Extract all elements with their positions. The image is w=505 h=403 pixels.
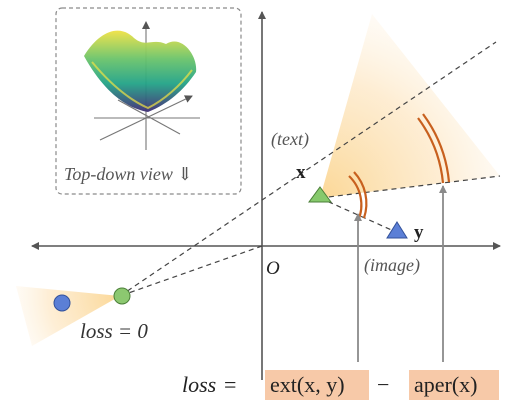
zero-loss-green-circle — [113, 287, 131, 305]
image-modality-label: (image) — [364, 255, 420, 276]
surface-plot-icon — [84, 30, 197, 112]
formula-term2-box — [409, 370, 499, 400]
loss-formula: loss = ext(x, y) − aper(x) — [182, 370, 499, 400]
inset-caption: Top-down view ⇓ — [64, 164, 192, 184]
y-label: y — [414, 222, 424, 243]
formula-term2: aper(x) — [414, 372, 478, 397]
text-cone — [320, 14, 500, 198]
formula-lhs: loss — [182, 372, 216, 397]
x-triangle-icon — [308, 186, 332, 203]
cone-boundary-lower — [319, 175, 501, 199]
zero-loss-blue-circle — [53, 294, 71, 312]
aperture-arc-inner — [422, 113, 451, 183]
axes — [31, 11, 501, 380]
y-triangle-icon — [386, 221, 408, 239]
text-modality-label: (text) — [271, 129, 309, 150]
inset-panel: Top-down view ⇓ — [55, 7, 242, 195]
formula-term1: ext(x, y) — [270, 372, 345, 397]
formula-minus: − — [377, 372, 389, 397]
formula-equals: = — [224, 372, 236, 397]
x-label: x — [296, 162, 306, 183]
inset-axis-diagonal-2 — [117, 99, 181, 135]
aperture-arc-outer — [417, 117, 445, 184]
zero-loss-cone — [16, 286, 120, 346]
surface-ridge — [91, 61, 193, 110]
inset-axis-diagonal — [99, 95, 193, 141]
exterior-arc-inner — [353, 171, 368, 219]
ray-through-x — [119, 41, 497, 297]
loss-zero-label: loss = 0 — [80, 319, 148, 343]
formula-term1-box — [265, 370, 369, 400]
ray-left — [119, 245, 263, 297]
origin-label: O — [266, 258, 280, 279]
x-to-y-segment — [319, 197, 397, 233]
